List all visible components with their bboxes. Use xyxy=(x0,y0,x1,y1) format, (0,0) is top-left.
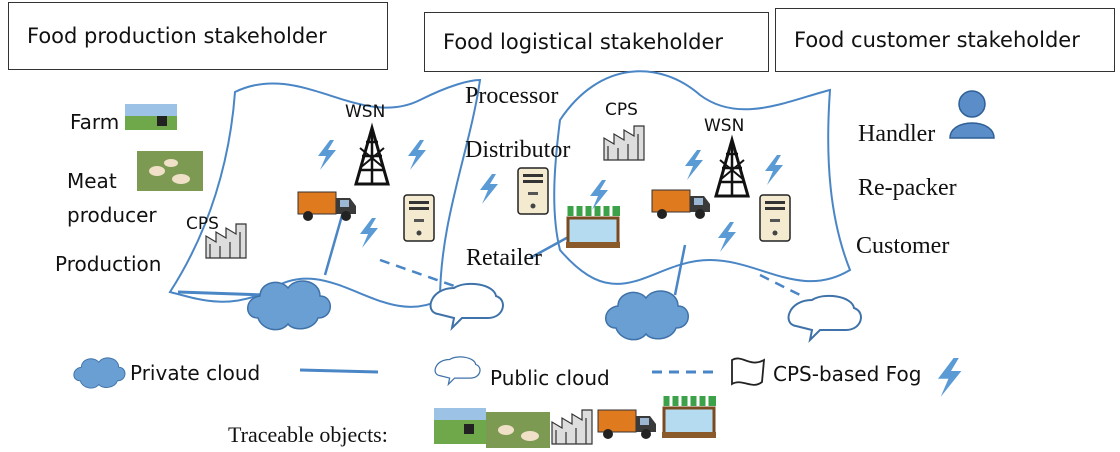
public-cloud-left xyxy=(429,282,504,329)
label-handler: Handler xyxy=(858,121,936,147)
server-icon-left xyxy=(403,194,435,242)
factory-icon-middle xyxy=(603,125,645,161)
legend-solid-line xyxy=(299,368,379,374)
label-wsn-left: WSN xyxy=(345,102,386,122)
truck-icon-middle xyxy=(651,189,711,220)
label-meat: Meat xyxy=(67,169,117,193)
fog-bolt-icon xyxy=(685,150,703,180)
public-cloud-right xyxy=(787,294,862,341)
label-customer: Customer xyxy=(856,233,950,259)
label-retailer: Retailer xyxy=(466,245,542,271)
label-processor: Processor xyxy=(465,83,559,109)
fog-surface-right xyxy=(553,70,852,285)
header-logistical-stakeholder: Food logistical stakeholder xyxy=(424,12,769,72)
shop-icon-middle xyxy=(564,204,622,250)
traceable-objects-label: Traceable objects: xyxy=(228,422,388,447)
label-wsn-middle: WSN xyxy=(704,116,745,136)
label-farm: Farm xyxy=(70,110,120,134)
farm-image xyxy=(125,104,177,130)
private-cloud-right xyxy=(604,290,690,341)
fog-bolt-icon xyxy=(590,180,608,210)
fog-bolt-icon xyxy=(360,218,378,248)
server-icon-right xyxy=(759,194,791,242)
legend-private-cloud-icon xyxy=(73,357,126,389)
traceable-shop-icon xyxy=(660,394,718,440)
label-producer: producer xyxy=(67,203,157,227)
legend-private-cloud-label: Private cloud xyxy=(130,361,261,385)
legend-public-cloud-label: Public cloud xyxy=(490,366,610,390)
fog-bolt-icon xyxy=(408,140,426,170)
fog-bolt-icon xyxy=(318,140,336,170)
label-repacker: Re-packer xyxy=(858,175,957,201)
private-cloud-left xyxy=(246,280,332,331)
label-cps-left: CPS xyxy=(186,214,219,234)
legend-public-cloud-icon xyxy=(434,356,481,385)
truck-icon-left xyxy=(297,191,357,222)
handler-avatar-icon xyxy=(949,90,995,139)
legend-bolt-icon xyxy=(938,358,962,397)
fog-bolt-icon xyxy=(480,174,498,204)
server-icon-middle xyxy=(517,167,549,215)
label-production: Production xyxy=(55,252,162,276)
traceable-truck-icon xyxy=(597,409,657,440)
header-customer-stakeholder: Food customer stakeholder xyxy=(775,8,1115,72)
legend-fog-icon xyxy=(731,357,766,386)
traceable-meat-image xyxy=(486,412,550,448)
wsn-tower-icon-left xyxy=(354,126,390,186)
wsn-tower-icon-middle xyxy=(714,138,750,198)
label-distributor: Distributor xyxy=(465,137,571,163)
legend-fog-label: CPS-based Fog xyxy=(773,362,922,386)
meat-producer-image xyxy=(137,151,203,191)
header-production-stakeholder: Food production stakeholder xyxy=(8,2,388,70)
fog-bolt-icon xyxy=(718,222,736,252)
fog-bolt-icon xyxy=(765,155,783,185)
label-cps-middle: CPS xyxy=(605,100,638,120)
traceable-farm-image xyxy=(434,408,486,444)
traceable-factory-icon xyxy=(551,409,593,445)
